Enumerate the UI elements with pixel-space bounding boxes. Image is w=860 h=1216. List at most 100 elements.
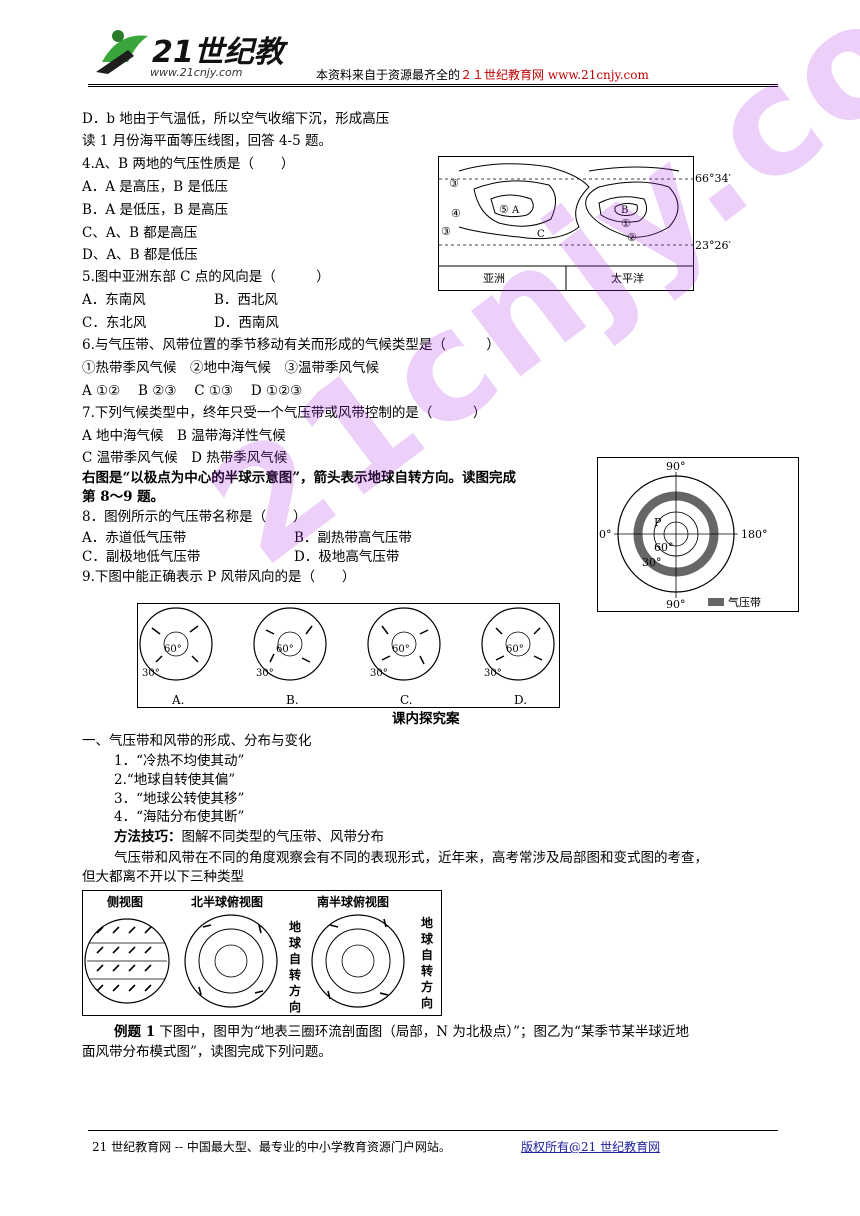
question-9: 9.下图中能正确表示 P 风带风向的是（ ） xyxy=(82,569,356,585)
types-rotation-s-3: 自 xyxy=(421,947,433,962)
q3-option-d: D．b 地由于气温低，所以空气收缩下沉，形成高压 xyxy=(82,111,390,127)
types-rotation-n-2: 球 xyxy=(289,935,302,950)
example-1-line-1: 例题 1 下图中，图甲为“地表三圈环流剖面图（局部，N 为北极点）”；图乙为“某… xyxy=(114,1023,689,1041)
logo: 21世纪教育 www.21cnjy.com xyxy=(88,22,319,80)
map-label-2: ④ xyxy=(451,207,461,220)
header-rule xyxy=(88,84,778,85)
q4-option-c: C、A、B 都是高压 xyxy=(82,225,198,241)
method-tip: 方法技巧：图解不同类型的气压带、风带分布 xyxy=(114,828,384,846)
footer-copyright-link[interactable]: 版权所有@21 世纪教育网 xyxy=(521,1140,661,1154)
types-rotation-s-4: 转 xyxy=(421,963,433,978)
types-north-title: 北半球俯视图 xyxy=(191,894,263,909)
map-lat-top: 66°34′ xyxy=(695,172,731,185)
map-label-a: A xyxy=(511,205,520,216)
example-1-text: 下图中，图甲为“地表三圈环流剖面图（局部，N 为北极点）”；图乙为“某季节某半球… xyxy=(159,1024,689,1040)
choice-b-60: 60° xyxy=(276,644,294,655)
map-label-5: ① xyxy=(621,217,631,230)
logo-text: 21世纪教育 xyxy=(152,35,288,70)
q8-option-c: C．副极地低气压带 xyxy=(82,549,201,565)
polar-bottom-label: 90° xyxy=(666,598,686,611)
polar-left-label: 0° xyxy=(599,528,612,541)
polar-p-label: P xyxy=(654,516,662,529)
intro-8-9-line2: 第 8～9 题。 xyxy=(82,489,165,505)
types-rotation-n-4: 转 xyxy=(289,967,301,982)
q6-options: ①热带季风气候 ②地中海气候 ③温带季风气候 xyxy=(82,360,379,376)
types-rotation-s-5: 方 xyxy=(421,979,433,994)
types-rotation-n-1: 地 xyxy=(289,919,301,934)
header-source-url[interactable]: www.21cnjy.com xyxy=(547,68,649,82)
header-source-prefix: 本资料来自于资源最齐全的 xyxy=(316,68,461,82)
types-rotation-s-6: 向 xyxy=(421,995,433,1010)
wind-types-figure: 侧视图 北半球俯视图 南半球俯视图 地 球 自 转 方 向 地 球 xyxy=(82,890,442,1016)
map-label-6: ② xyxy=(627,231,637,244)
q7-options-ab: A 地中海气候 B 温带海洋性气候 xyxy=(82,428,286,444)
types-rotation-n-5: 方 xyxy=(289,983,301,998)
map-region-pacific: 太平洋 xyxy=(611,271,644,285)
polar-top-label: 90° xyxy=(666,460,686,473)
polar-60-label: 60° xyxy=(654,541,674,554)
section-1-item-3: 3．“地球公转使其移” xyxy=(114,791,245,807)
polar-hemisphere-figure: 90° 90° 0° 180° P 60° 30° 气压带 xyxy=(597,457,799,612)
choice-d: 60° 30° D. xyxy=(481,607,555,707)
polar-legend-label: 气压带 xyxy=(728,595,761,609)
question-5: 5.图中亚洲东部 C 点的风向是（ ） xyxy=(82,269,330,285)
choice-c-30: 30° xyxy=(370,668,388,679)
section-title: 课内探究案 xyxy=(392,711,460,727)
footer-rule xyxy=(88,1130,778,1131)
section-1-heading: 一、气压带和风带的形成、分布与变化 xyxy=(82,733,312,749)
q4-option-d: D、A、B 都是低压 xyxy=(82,247,198,263)
logo-url: www.21cnjy.com xyxy=(150,66,243,79)
choice-c-label: C. xyxy=(400,693,413,707)
header-rule-2 xyxy=(88,86,778,87)
q8-option-a: A．赤道低气压带 xyxy=(82,530,187,546)
section-1-item-2: 2.“地球自转使其偏” xyxy=(114,772,236,788)
q6-answers: A ①② B ②③ C ①③ D ①②③ xyxy=(82,383,303,399)
intro-8-9-line1: 右图是“以极点为中心的半球示意图”，箭头表示地球自转方向。读图完成 xyxy=(82,470,517,486)
wind-choice-figure: 60° 30° A. 60° 30° B. 60° 30° C. 60° 30° xyxy=(137,603,560,708)
isobar-map-figure: ③ ④ ⑤ A ③ C B ① ② 亚洲 太平洋 xyxy=(438,156,694,291)
method-label: 方法技巧： xyxy=(114,829,182,845)
method-text: 图解不同类型的气压带、风带分布 xyxy=(181,829,385,845)
choice-d-60: 60° xyxy=(506,644,524,655)
choice-d-label: D. xyxy=(514,693,527,707)
header-source-site: ２１世纪教育网 xyxy=(460,68,545,82)
types-rotation-s-2: 球 xyxy=(421,931,434,946)
question-7: 7.下列气候类型中，终年只受一个气压带或风带控制的是（ ） xyxy=(82,405,487,421)
choice-c: 60° 30° C. xyxy=(367,607,441,707)
choice-a: 60° 30° A. xyxy=(139,607,213,707)
types-rotation-n-3: 自 xyxy=(289,951,301,966)
q8-option-b: B．副热带高气压带 xyxy=(294,530,412,546)
map-label-3: ⑤ xyxy=(499,203,509,216)
choice-a-60: 60° xyxy=(164,644,182,655)
q7-options-cd: C 温带季风气候 D 热带季风气候 xyxy=(82,450,288,466)
choice-b-30: 30° xyxy=(256,668,274,679)
q4-option-a: A．A 是高压，B 是低压 xyxy=(82,179,229,195)
polar-right-label: 180° xyxy=(741,528,768,541)
question-8: 8．图例所示的气压带名称是（ ） xyxy=(82,509,307,525)
example-1-line-2: 面风带分布模式图”，读图完成下列问题。 xyxy=(82,1044,332,1060)
section-1-item-4: 4．“海陆分布使其断” xyxy=(114,809,245,825)
types-rotation-n-6: 向 xyxy=(289,999,301,1014)
intro-4-5: 读 1 月份海平面等压线图，回答 4-5 题。 xyxy=(82,133,332,149)
map-label-4: ③ xyxy=(441,225,451,238)
q5-option-b: B．西北风 xyxy=(214,292,278,308)
section-1-item-1: 1．“冷热不均使其动” xyxy=(114,753,245,769)
types-side-title: 侧视图 xyxy=(107,894,143,909)
question-6: 6.与气压带、风带位置的季节移动有关而形成的气候类型是（ ） xyxy=(82,337,500,353)
types-rotation-s-1: 地 xyxy=(421,915,433,930)
map-label-c: C xyxy=(537,229,545,240)
choice-a-30: 30° xyxy=(142,668,160,679)
polar-30-label: 30° xyxy=(642,556,662,569)
choice-a-label: A. xyxy=(171,693,184,707)
choice-d-30: 30° xyxy=(484,668,502,679)
paragraph-line-2: 但大都离不开以下三种类型 xyxy=(82,869,244,885)
map-region-asia: 亚洲 xyxy=(483,272,505,285)
map-label-1: ③ xyxy=(449,177,459,190)
q5-option-c: C．东北风 xyxy=(82,315,147,331)
types-south-title: 南半球俯视图 xyxy=(317,894,389,909)
q5-option-a: A．东南风 xyxy=(82,292,146,308)
map-lat-bottom: 23°26′ xyxy=(695,239,731,252)
map-label-b: B xyxy=(621,205,628,216)
header-source: 本资料来自于资源最齐全的２１世纪教育网 www.21cnjy.com xyxy=(316,66,649,84)
q8-option-d: D．极地高气压带 xyxy=(294,549,400,565)
